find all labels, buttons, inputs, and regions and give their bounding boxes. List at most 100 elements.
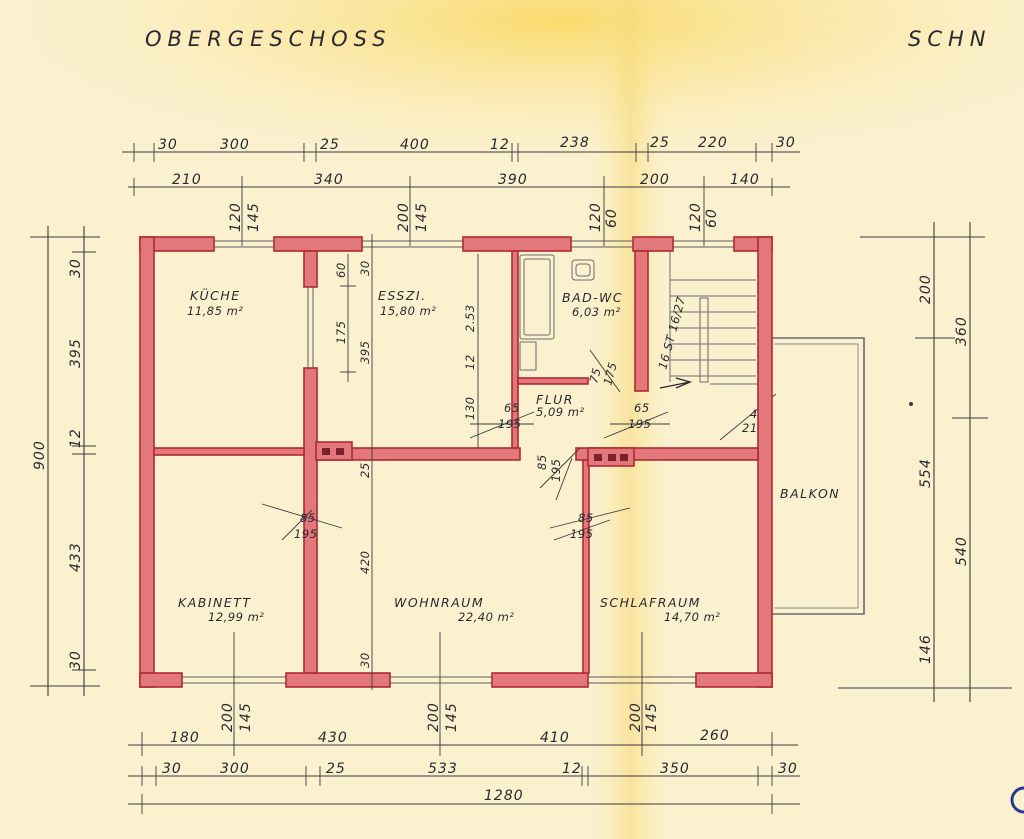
dim-label: 420 [358,551,372,574]
dim-label: 145 [246,202,262,232]
dim-label: 180 [170,730,200,746]
door-dim: 195 [570,527,593,541]
dim-label: 30 [358,652,372,668]
dim-label: 410 [540,730,570,746]
room-name-esszi: ESSZI. [378,288,427,303]
room-area-schlafraum: 14,70 m² [664,610,720,624]
door-dim: 195 [498,417,521,431]
dim-label: 30 [68,650,84,670]
dim-label: 360 [954,316,970,346]
dim-label: 30 [158,137,178,153]
room-name-badwc: BAD-WC [562,290,623,305]
dim-chain-top-2: 210 340 390 200 140 [128,172,790,198]
dim-label: 146 [918,634,934,664]
esszi-dims: 60 30 175 395 2.53 12 130 25 420 30 [334,234,479,690]
dim-label: 175 [334,321,348,344]
dim-label: 30 [68,258,84,278]
dim-label: 30 [162,761,182,777]
dim-label: 300 [220,137,250,153]
door-dim: 195 [549,459,563,482]
dim-label: 300 [220,761,250,777]
dim-label: 140 [730,172,760,188]
dim-label: 350 [660,761,690,777]
drawing-title-right: SCHN [908,27,992,51]
dim-label: 12 [68,428,84,448]
dim-label: 430 [318,730,348,746]
door-dim: 85 [578,511,594,525]
dim-label: 25 [650,135,670,151]
room-name-schlafraum: SCHLAFRAUM [600,595,701,610]
dim-label: 200 [628,702,644,732]
room-name-kueche: KÜCHE [190,287,241,303]
dim-total: 1280 [128,788,800,814]
dim-label: 12 [562,761,582,777]
door-dim: 75 [586,366,604,385]
dim-label: 220 [698,135,728,151]
dim-label: 30 [358,260,372,276]
dim-label: 433 [68,542,84,572]
dim-label: 25 [326,761,346,777]
dim-label: 120 [688,202,704,232]
room-name-balkon: BALKON [780,486,840,501]
room-name-wohnraum: WOHNRAUM [394,595,484,610]
dim-label: 145 [444,702,460,732]
dim-label: 12 [490,137,510,153]
dim-total-label: 1280 [484,788,524,804]
dim-label: 25 [358,462,372,478]
room-name-flur: FLUR [536,392,574,407]
dim-label: 60 [704,208,720,228]
dim-label: 2.53 [463,304,477,332]
door-dim: 195 [294,527,317,541]
door-dim: 85 [300,511,316,525]
dim-label: 145 [414,202,430,232]
dim-label: 120 [588,202,604,232]
dim-label: 120 [228,202,244,232]
room-area-flur: 5,09 m² [536,405,585,419]
dim-chain-bottom-1: 180 430 410 260 [128,728,798,756]
bath-fixtures [519,254,595,371]
room-area-kueche: 11,85 m² [187,304,243,318]
window-dims-top: 120 145 200 145 120 60 120 60 [228,196,720,246]
dim-label: 60 [604,208,620,228]
dim-chain-bottom-2: 30 300 25 533 12 350 30 [128,761,800,786]
dim-label: 200 [918,274,934,304]
balcony: BALKON [770,337,865,615]
room-area-esszi: 15,80 m² [380,304,436,318]
dim-label: 900 [32,440,48,470]
dim-chain-left: 900 30 395 12 433 30 [30,226,100,696]
door-dim: 65 [504,401,520,415]
dim-label: 130 [463,397,477,420]
dim-label: 395 [68,338,84,368]
door-dim: 195 [628,417,651,431]
dim-label: 200 [640,172,670,188]
dim-chain-top-1: 30 300 25 400 12 238 25 220 30 [122,135,800,162]
window-dims-bottom: 200 145 200 145 200 145 [220,632,660,746]
dim-label: 30 [776,135,796,151]
dim-label: 25 [320,137,340,153]
dim-chain-right: 200 554 146 360 540 [838,222,1012,702]
dim-label: 200 [426,702,442,732]
chimney-flues [322,448,628,461]
room-labels: KÜCHE 11,85 m² ESSZI. 15,80 m² BAD-WC 6,… [178,287,720,624]
dim-label: 60 [334,262,348,278]
room-area-wohnraum: 22,40 m² [458,610,514,624]
dim-label: 533 [428,761,458,777]
dim-label: 200 [396,202,412,232]
door-dim: 65 [634,401,650,415]
dim-label: 390 [498,172,528,188]
room-area-badwc: 6,03 m² [572,305,621,319]
dim-label: 395 [358,341,372,364]
room-name-kabinett: KABINETT [178,595,252,610]
dim-label: 340 [314,172,344,188]
door-dim: 85 [535,454,549,470]
dim-label: 12 [463,354,477,370]
dim-label: 145 [644,702,660,732]
room-area-kabinett: 12,99 m² [208,610,264,624]
dim-label: 210 [172,172,202,188]
stamp-fragment [1010,786,1024,814]
dim-label: 400 [400,137,430,153]
dim-label: 260 [700,728,730,744]
drawing-title: OBERGESCHOSS [145,27,392,51]
dim-label: 554 [918,458,934,488]
